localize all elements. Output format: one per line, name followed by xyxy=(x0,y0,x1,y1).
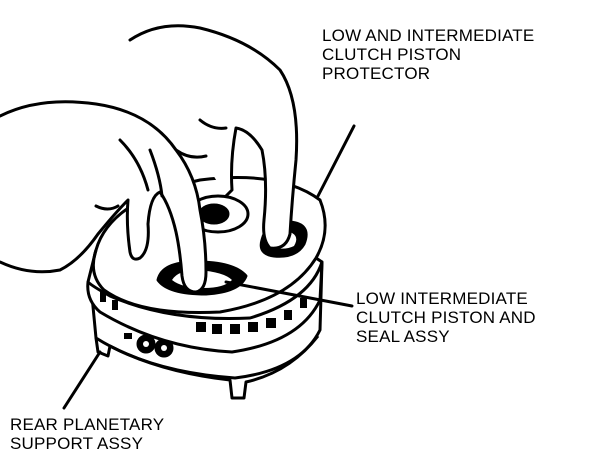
label-protector-line3: PROTECTOR xyxy=(322,64,431,83)
label-support-line1: REAR PLANETARY xyxy=(10,415,165,434)
label-piston-seal: LOW INTERMEDIATE CLUTCH PISTON AND SEAL … xyxy=(356,289,536,346)
label-protector-line1: LOW AND INTERMEDIATE xyxy=(322,26,535,45)
leader-lines xyxy=(62,124,356,410)
hands-illustration xyxy=(0,24,299,294)
label-piston-line3: SEAL ASSY xyxy=(356,327,450,346)
label-support-line2: SUPPORT ASSY xyxy=(10,434,144,453)
label-support: REAR PLANETARY SUPPORT ASSY xyxy=(10,415,164,453)
leader-support xyxy=(62,350,102,410)
label-protector: LOW AND INTERMEDIATE CLUTCH PISTON PROTE… xyxy=(322,26,534,83)
leader-protector xyxy=(316,124,356,198)
label-piston-line1: LOW INTERMEDIATE xyxy=(356,289,528,308)
label-protector-line2: CLUTCH PISTON xyxy=(322,45,462,64)
label-piston-line2: CLUTCH PISTON AND xyxy=(356,308,536,327)
leader-piston xyxy=(224,280,354,308)
